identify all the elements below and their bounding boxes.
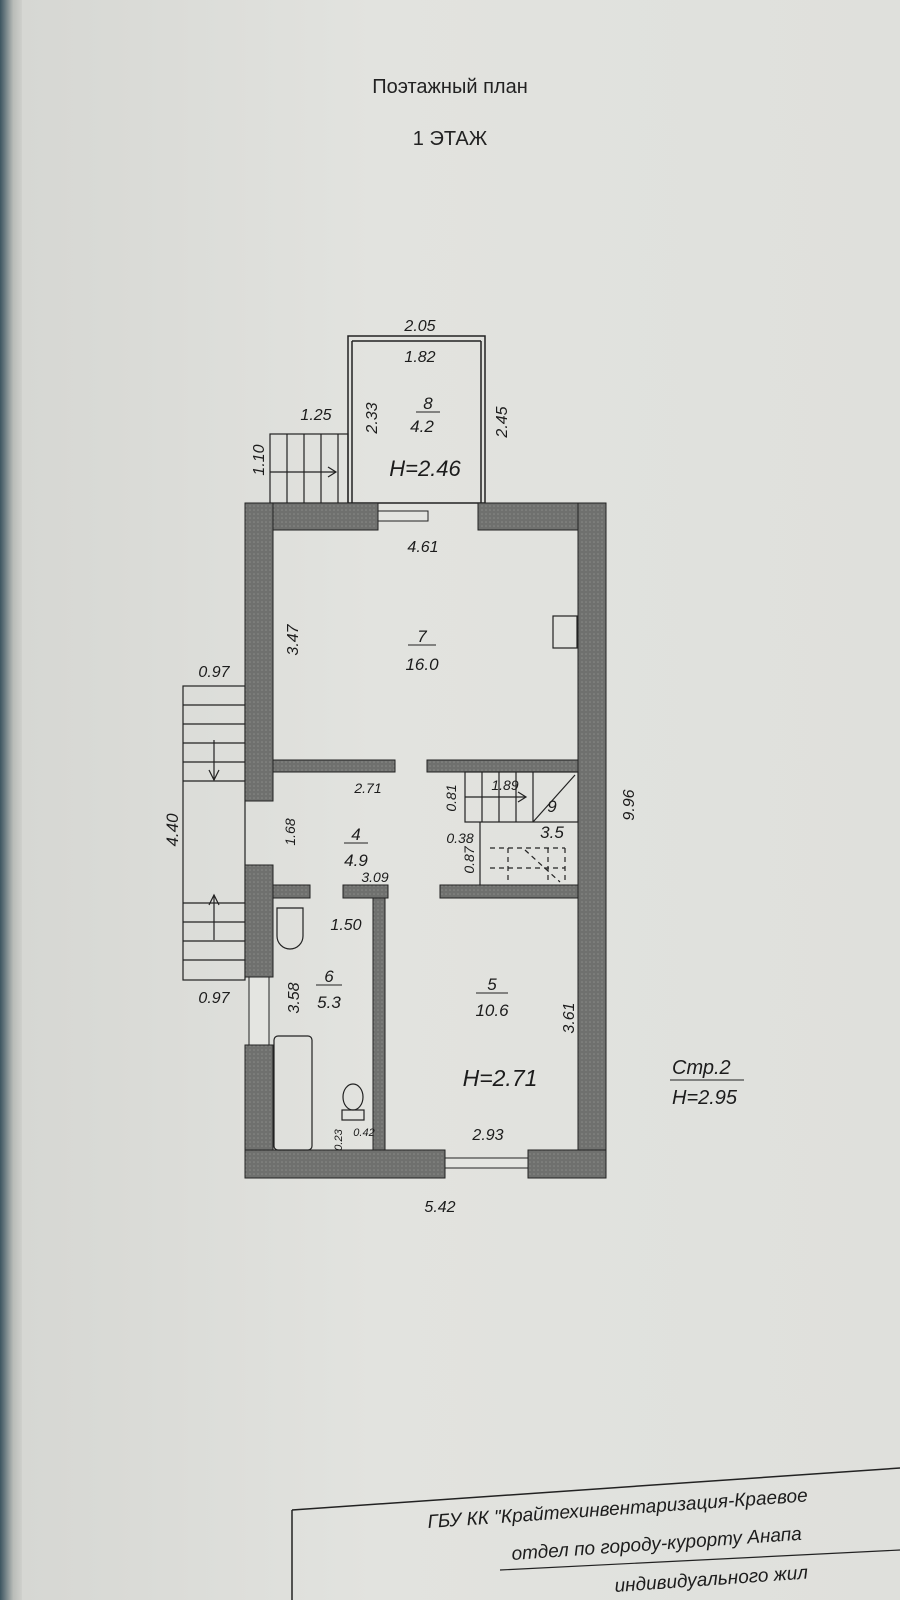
interior-stair-9 [464, 771, 579, 885]
room-6-number: 6 [324, 967, 334, 986]
svg-text:3.47: 3.47 [285, 623, 302, 655]
svg-text:2.05: 2.05 [403, 318, 435, 335]
sink-icon [552, 615, 578, 649]
front-stairs [269, 433, 349, 504]
room-5-number: 5 [487, 975, 497, 994]
svg-text:0.23: 0.23 [333, 1128, 345, 1150]
svg-text:2.71: 2.71 [353, 780, 381, 796]
svg-text:0.42: 0.42 [353, 1127, 374, 1139]
svg-text:2.93: 2.93 [471, 1127, 503, 1144]
room-7-area: 16.0 [405, 655, 439, 674]
room-labels: 8 4.2 H=2.46 7 16.0 4 4.9 9 3.5 6 5.3 5 … [316, 394, 564, 1091]
room-8-area: 4.2 [410, 417, 434, 436]
room-5-height: H=2.71 [463, 1065, 538, 1091]
washbasin-icon [276, 907, 304, 950]
bathtub-icon [273, 1035, 313, 1151]
room-9-number: 9 [547, 797, 557, 816]
room-8-number: 8 [423, 394, 433, 413]
room-5-area: 10.6 [475, 1001, 509, 1020]
fixtures [273, 615, 578, 1151]
svg-text:3.58: 3.58 [286, 982, 303, 1013]
room-8-height: H=2.46 [389, 456, 461, 481]
walls [244, 502, 607, 1179]
room-4-area: 4.9 [344, 851, 368, 870]
plan-title: Поэтажный план [372, 76, 528, 98]
room-6-area: 5.3 [317, 993, 341, 1012]
svg-text:1.82: 1.82 [404, 349, 435, 366]
svg-text:5.42: 5.42 [424, 1199, 455, 1216]
page-edge [0, 0, 22, 1600]
porch-room-8 [347, 335, 486, 504]
windows [248, 510, 529, 1169]
room-4-number: 4 [351, 825, 360, 844]
svg-text:2.33: 2.33 [364, 402, 381, 434]
svg-text:0.97: 0.97 [198, 664, 230, 681]
svg-text:3.61: 3.61 [561, 1002, 578, 1033]
svg-text:4.40: 4.40 [163, 813, 182, 847]
svg-text:ГБУ КК "Крайтехинвентаризация-: ГБУ КК "Крайтехинвентаризация-Краевое [427, 1485, 808, 1533]
room-7-number: 7 [417, 627, 427, 646]
svg-text:отдел по городу-курорту Анапа: отдел по городу-курорту Анапа [511, 1524, 803, 1565]
paper-sheet [22, 0, 900, 1600]
page-note: Стр.2 H=2.95 [670, 1057, 744, 1109]
svg-text:1.10: 1.10 [251, 444, 268, 475]
svg-text:1.89: 1.89 [491, 777, 518, 793]
svg-text:0.97: 0.97 [198, 990, 230, 1007]
svg-text:1.68: 1.68 [282, 818, 298, 845]
floor-label: 1 ЭТАЖ [412, 128, 488, 150]
svg-text:3.09: 3.09 [361, 869, 388, 885]
svg-text:0.81: 0.81 [443, 784, 459, 811]
svg-text:Стр.2: Стр.2 [672, 1057, 731, 1079]
svg-text:1.25: 1.25 [300, 407, 331, 424]
svg-text:0.38: 0.38 [446, 830, 473, 846]
svg-text:H=2.95: H=2.95 [672, 1087, 738, 1109]
svg-text:9.96: 9.96 [621, 789, 638, 820]
svg-text:индивидуального жил: индивидуального жил [614, 1563, 809, 1597]
side-stairs [182, 685, 246, 981]
organization-stamp: ГБУ КК "Крайтехинвентаризация-Краевое от… [291, 1467, 900, 1600]
svg-text:1.50: 1.50 [330, 917, 361, 934]
toilet-icon [342, 1083, 364, 1111]
svg-text:4.61: 4.61 [407, 539, 438, 556]
svg-text:0.87: 0.87 [461, 845, 477, 873]
room-9-area: 3.5 [540, 823, 564, 842]
svg-text:2.45: 2.45 [494, 406, 511, 438]
dimension-labels: 2.05 1.82 2.33 2.45 1.25 1.10 4.61 3.47 … [163, 318, 638, 1216]
